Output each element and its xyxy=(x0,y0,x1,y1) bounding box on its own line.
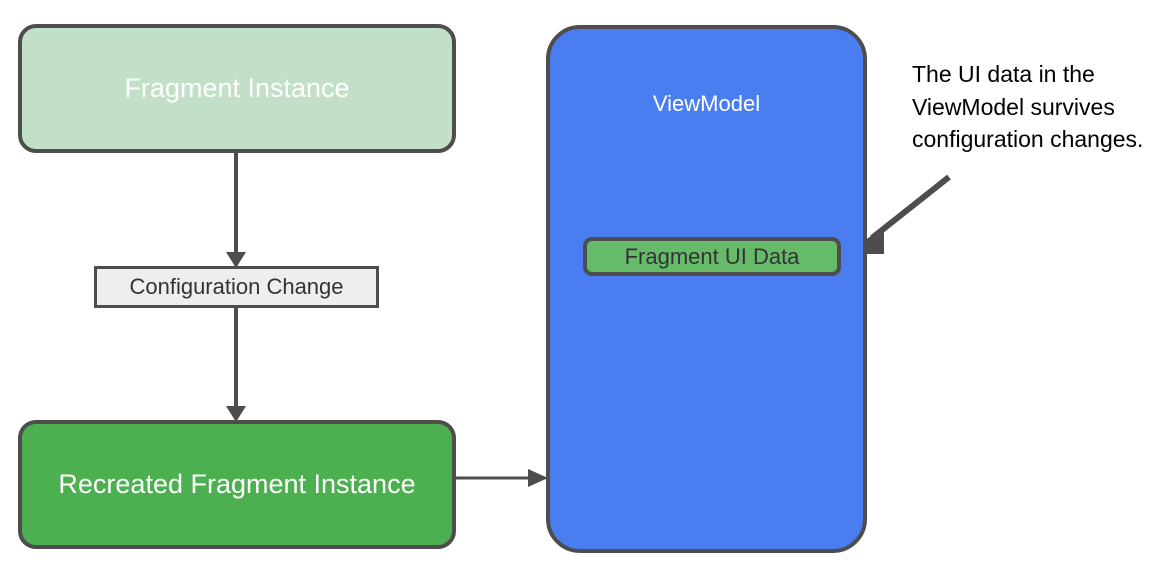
node-fragment-ui-data[interactable]: Fragment UI Data xyxy=(583,237,841,276)
arrow-fragment-instance-to-configuration-change xyxy=(226,153,246,268)
node-viewmodel[interactable]: ViewModel xyxy=(546,25,867,553)
node-fragment-instance-label: Fragment Instance xyxy=(124,72,350,103)
node-configuration-change-label: Configuration Change xyxy=(129,274,344,300)
node-recreated-fragment-instance-label: Recreated Fragment Instance xyxy=(58,468,416,499)
annotation-text: The UI data in the ViewModel survives co… xyxy=(912,61,1144,153)
arrow-recreated-fragment-to-viewmodel xyxy=(456,469,548,487)
node-configuration-change[interactable]: Configuration Change xyxy=(94,266,379,308)
arrow-configuration-change-to-recreated-fragment xyxy=(226,308,246,422)
node-fragment-instance[interactable]: Fragment Instance xyxy=(18,24,456,153)
node-fragment-ui-data-label: Fragment UI Data xyxy=(624,243,800,269)
node-viewmodel-label: ViewModel xyxy=(652,91,761,116)
node-recreated-fragment-instance[interactable]: Recreated Fragment Instance xyxy=(18,420,456,549)
